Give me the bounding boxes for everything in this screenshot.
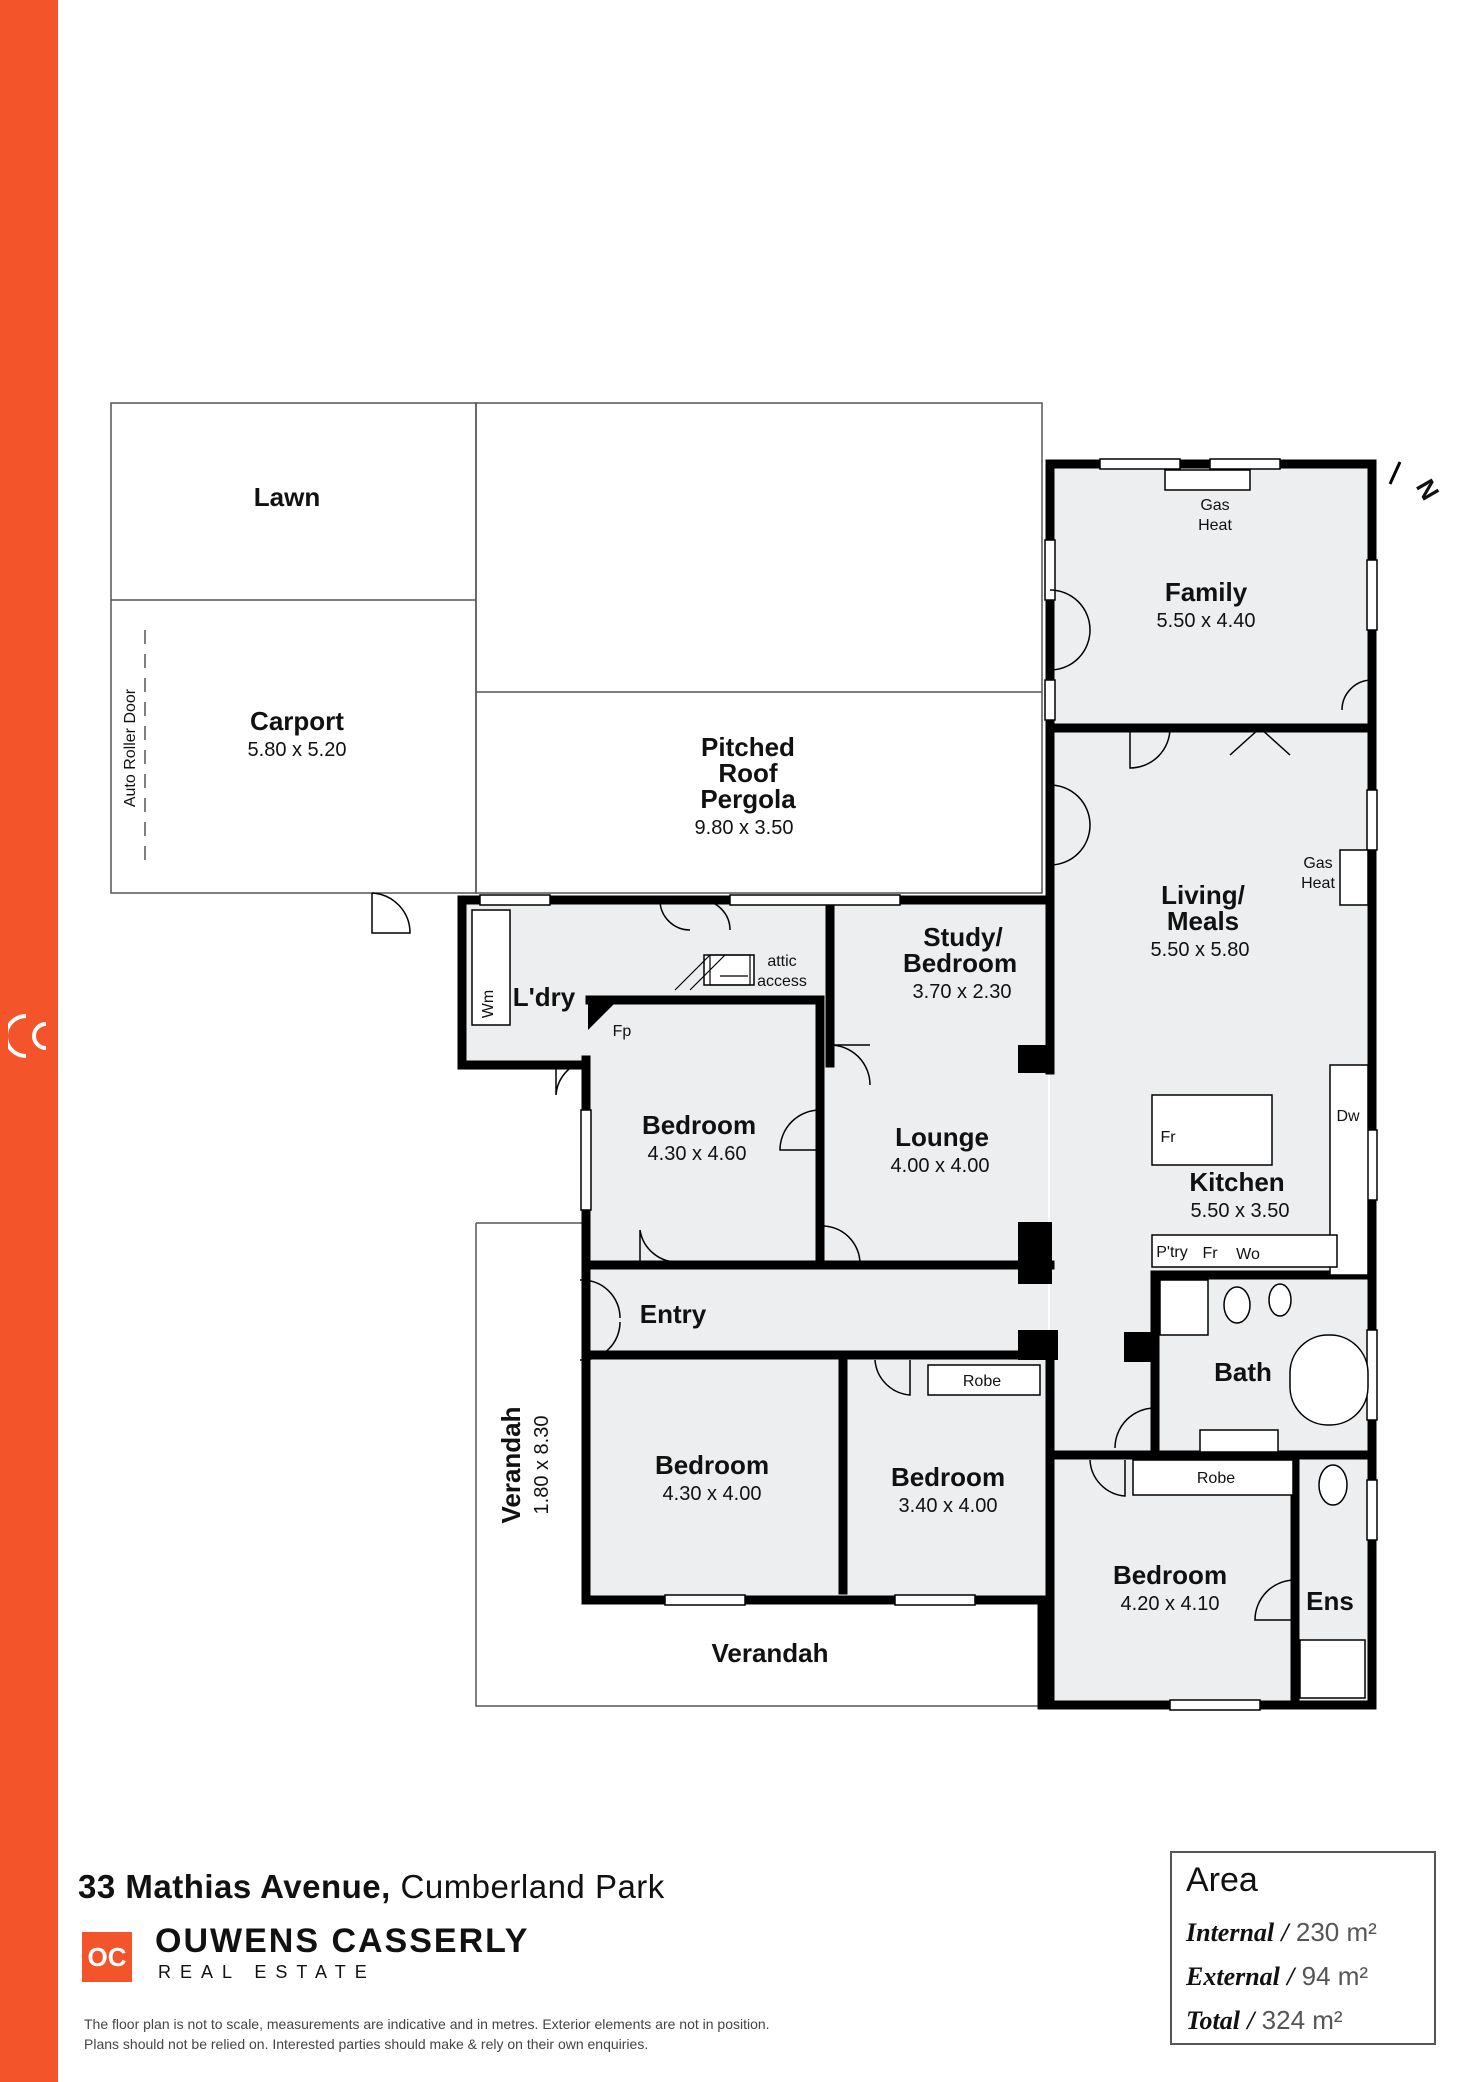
study-label-1: Study/ <box>923 922 1002 952</box>
kitchen-dw: Dw <box>1336 1108 1360 1125</box>
bedroom2-dims: 4.30 x 4.00 <box>663 1483 762 1505</box>
attic-label-2: access <box>757 973 807 990</box>
bedroom3-label: Bedroom <box>891 1462 1005 1492</box>
lounge-label: Lounge <box>895 1122 989 1152</box>
address-street: 33 Mathias Avenue, <box>78 1868 391 1905</box>
compass-letter: N <box>1410 474 1445 505</box>
north-compass-icon <box>1388 461 1402 485</box>
brand-logo: OC <box>82 1932 132 1982</box>
family-heat-1: Gas <box>1200 497 1229 514</box>
interior-floor <box>462 464 1370 1704</box>
total-value: 324 m² <box>1261 2005 1343 2035</box>
family-heat-2: Heat <box>1198 517 1232 534</box>
brand-side-bar <box>0 0 58 2082</box>
fireplace-icon <box>588 1000 618 1030</box>
verandah-side-dims: 1.80 x 8.30 <box>531 1416 553 1515</box>
kitchen-wo: Wo <box>1236 1246 1260 1263</box>
bedroom3-dims: 3.40 x 4.00 <box>899 1495 998 1517</box>
lounge-dims: 4.00 x 4.00 <box>891 1155 990 1177</box>
pantry-label: P'try <box>1156 1244 1188 1261</box>
living-label-1: Living/ <box>1161 880 1245 910</box>
living-label-2: Meals <box>1167 906 1239 936</box>
area-internal: Internal / 230 m² <box>1186 1917 1377 1948</box>
lawn-label: Lawn <box>254 482 320 512</box>
attic-label-1: attic <box>767 953 796 970</box>
disclaimer: The floor plan is not to scale, measurem… <box>84 2014 944 2054</box>
property-address: 33 Mathias Avenue, Cumberland Park <box>78 1868 665 1906</box>
doors <box>371 589 1373 1621</box>
bedroom2-label: Bedroom <box>655 1450 769 1480</box>
kitchen-fr2: Fr <box>1202 1245 1218 1262</box>
disclaimer-line-2: Plans should not be relied on. Intereste… <box>84 2036 649 2052</box>
kitchen-dims: 5.50 x 3.50 <box>1191 1200 1290 1222</box>
attic-stairs <box>674 954 751 991</box>
floor-plan: Lawn Carport 5.80 x 5.20 Auto Roller Doo… <box>110 402 1445 1711</box>
bedroom1-label: Bedroom <box>642 1110 756 1140</box>
pergola-label-1: Pitched <box>701 732 795 762</box>
oc-logo-icon <box>8 1014 47 1058</box>
bedroom4-robe: Robe <box>1197 1470 1235 1487</box>
external-value: 94 m² <box>1301 1961 1369 1991</box>
bath-label: Bath <box>1214 1357 1272 1387</box>
bedroom3-robe: Robe <box>963 1373 1001 1390</box>
study-dims: 3.70 x 2.30 <box>913 981 1012 1003</box>
windows <box>479 458 1378 1711</box>
family-dims: 5.50 x 4.40 <box>1157 610 1256 632</box>
carport-dims: 5.80 x 5.20 <box>248 739 347 761</box>
ensuite-label: Ens <box>1306 1586 1354 1616</box>
area-total: Total / 324 m² <box>1186 2005 1343 2036</box>
total-separator: / <box>1247 2006 1255 2035</box>
area-title: Area <box>1186 1861 1258 1899</box>
disclaimer-line-1: The floor plan is not to scale, measurem… <box>84 2016 770 2032</box>
study-label-2: Bedroom <box>903 948 1017 978</box>
external-label: External <box>1186 1962 1280 1991</box>
brand-name: OUWENS CASSERLY <box>155 1922 530 1960</box>
kitchen-fr: Fr <box>1160 1129 1176 1146</box>
external-separator: / <box>1287 1962 1295 1991</box>
kitchen-label: Kitchen <box>1189 1167 1284 1197</box>
brand-subtitle: REAL ESTATE <box>158 1962 376 1982</box>
pergola-dims: 9.80 x 3.50 <box>695 817 794 839</box>
area-external: External / 94 m² <box>1186 1961 1368 1992</box>
family-label: Family <box>1165 577 1248 607</box>
bedroom4-label: Bedroom <box>1113 1560 1227 1590</box>
washing-machine-label: Wm <box>480 990 497 1018</box>
bedroom4-dims: 4.20 x 4.10 <box>1121 1593 1220 1615</box>
outdoor-outlines <box>110 402 1043 1707</box>
wall-blocks <box>1018 1045 1156 1362</box>
laundry-label: L'dry <box>513 982 576 1012</box>
walls <box>457 459 1377 1710</box>
fixtures <box>471 469 1369 1699</box>
internal-separator: / <box>1281 1918 1289 1947</box>
verandah-front-label: Verandah <box>711 1638 828 1668</box>
address-suburb: Cumberland Park <box>390 1868 665 1905</box>
entry-label: Entry <box>640 1299 707 1329</box>
fireplace-label: Fp <box>613 1023 632 1040</box>
living-heat-1: Gas <box>1303 855 1332 872</box>
bedroom1-dims: 4.30 x 4.60 <box>648 1143 747 1165</box>
total-label: Total <box>1186 2006 1240 2035</box>
verandah-side-label: Verandah <box>496 1406 526 1523</box>
pergola-label-3: Pergola <box>700 784 796 814</box>
living-dims: 5.50 x 5.80 <box>1151 939 1250 961</box>
living-heat-2: Heat <box>1301 875 1335 892</box>
area-summary: Area Internal / 230 m² External / 94 m² … <box>1170 1851 1436 2045</box>
carport-label: Carport <box>250 706 344 736</box>
internal-label: Internal <box>1186 1918 1275 1947</box>
roller-door-label: Auto Roller Door <box>122 688 139 807</box>
pergola-label-2: Roof <box>718 758 778 788</box>
internal-value: 230 m² <box>1295 1917 1377 1947</box>
